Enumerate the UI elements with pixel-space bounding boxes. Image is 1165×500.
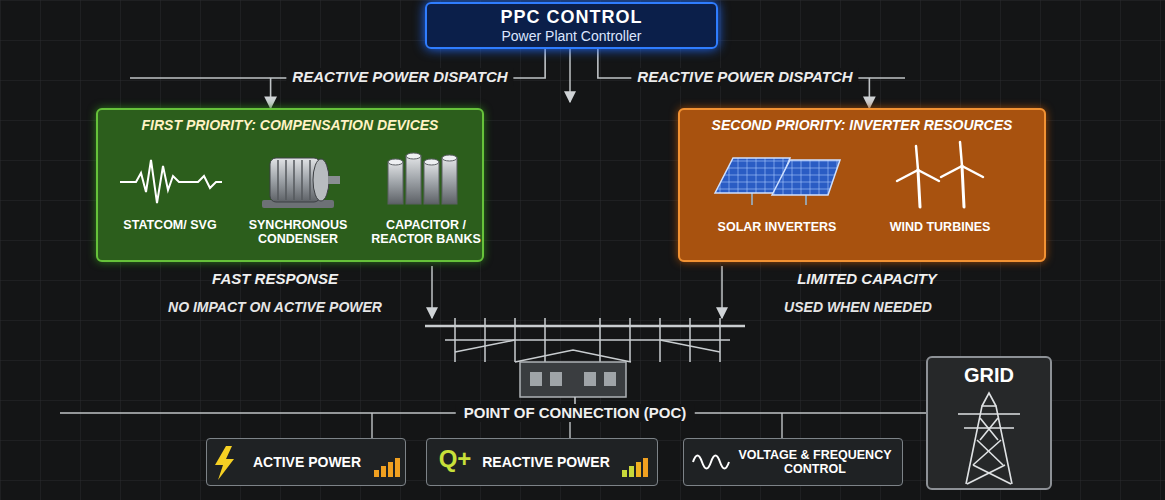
edge-label: REACTIVE POWER DISPATCH <box>631 68 858 86</box>
note-text: LIMITED CAPACITY <box>797 270 937 288</box>
controller-box: PPC CONTROLPower Plant Controller <box>425 2 718 49</box>
box-fill <box>683 438 903 486</box>
down-arrow <box>569 48 571 102</box>
box-fills <box>96 2 1052 490</box>
dispatch-connector <box>598 49 869 108</box>
down-arrow <box>431 266 433 318</box>
down-arrow <box>721 266 723 318</box>
priority-box: SECOND PRIORITY: INVERTER RESOURCES SOLAR… <box>678 108 1046 262</box>
note-text: FAST RESPONSE <box>212 270 338 288</box>
condenser-icon <box>262 158 340 208</box>
dispatch-connector <box>271 49 546 108</box>
node-heading: FIRST PRIORITY: COMPENSATION DEVICES <box>142 117 439 133</box>
wind-icon <box>897 142 983 207</box>
resource-label: SOLAR INVERTERS <box>712 220 842 240</box>
dispatch-line <box>130 77 270 79</box>
node-heading: REACTIVE POWER <box>482 454 610 470</box>
substation-icon <box>425 318 745 413</box>
node-heading: SYNCHRONOUS CONDENSER <box>238 218 358 247</box>
node-heading: SECOND PRIORITY: INVERTER RESOURCES <box>712 117 1013 133</box>
node-heading: VOLTAGE & FREQUENCY CONTROL <box>736 448 894 477</box>
node-heading: GRID <box>964 364 1014 387</box>
device-label: STATCOM/ SVG <box>118 218 222 250</box>
box-fill <box>678 108 1046 262</box>
node-heading: WIND TURBINES <box>890 220 991 234</box>
dispatch-line <box>870 77 905 79</box>
device-label: SYNCHRONOUS CONDENSER <box>238 218 358 250</box>
node-subheading: Power Plant Controller <box>501 28 641 44</box>
node-heading: STATCOM/ SVG <box>123 218 216 232</box>
device-label: CAPACITOR / REACTOR BANKS <box>370 218 482 250</box>
level-bars <box>622 458 648 477</box>
q-symbol: Q+ <box>439 445 472 474</box>
note-text: NO IMPACT ON ACTIVE POWER <box>168 299 382 316</box>
box-fill <box>926 356 1052 490</box>
solar-icon <box>715 158 840 205</box>
output-box: VOLTAGE & FREQUENCY CONTROL <box>683 438 903 486</box>
poc-label: POINT OF CONNECTION (POC) <box>456 404 695 422</box>
node-heading: ACTIVE POWER <box>253 454 361 470</box>
box-fill <box>206 438 406 486</box>
box-fill <box>426 438 658 486</box>
box-fill <box>96 108 484 262</box>
node-heading: CAPACITOR / REACTOR BANKS <box>370 218 482 247</box>
node-heading: PPC CONTROL <box>500 7 642 28</box>
box-fill <box>425 2 718 49</box>
resource-label: WIND TURBINES <box>880 220 1000 240</box>
node-heading: SOLAR INVERTERS <box>718 220 837 234</box>
dispatch-lines <box>130 48 905 318</box>
capacitor-icon <box>388 153 457 204</box>
output-box: ACTIVE POWER <box>206 438 406 486</box>
grid-box: GRID <box>926 356 1052 490</box>
level-bars <box>374 458 400 477</box>
sine-icon <box>693 456 729 469</box>
priority-box: FIRST PRIORITY: COMPENSATION DEVICES STAT… <box>96 108 484 262</box>
note-text: USED WHEN NEEDED <box>784 299 932 316</box>
waveform-icon <box>120 160 222 203</box>
lightning-icon <box>215 446 234 480</box>
tower-icon <box>958 393 1020 484</box>
edge-label: REACTIVE POWER DISPATCH <box>286 68 513 86</box>
